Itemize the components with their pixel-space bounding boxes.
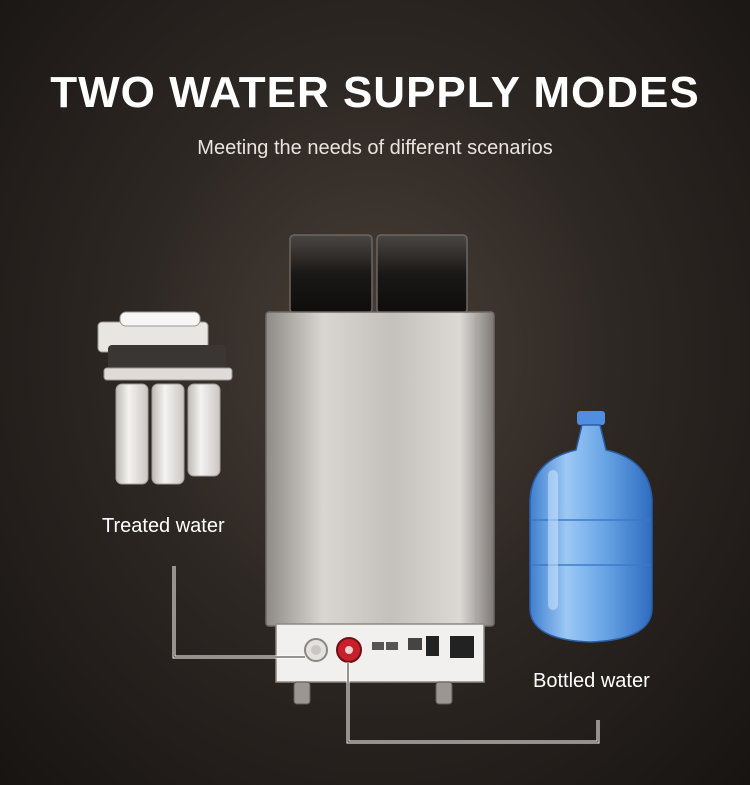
- network-port-icon: [408, 638, 422, 650]
- bottled-water-label: Bottled water: [533, 670, 650, 692]
- water-bottle: [529, 411, 653, 643]
- page-title: TWO WATER SUPPLY MODES: [50, 68, 700, 117]
- hopper-right: [376, 234, 468, 314]
- filter-cartridge-2: [151, 383, 185, 485]
- filter-cartridge-3: [187, 383, 221, 477]
- power-switch-icon: [426, 636, 439, 656]
- water-machine: [265, 234, 495, 705]
- usb-port-icon: [372, 642, 384, 650]
- page-subtitle: Meeting the needs of different scenarios: [197, 137, 553, 159]
- ro-filter-system: [97, 311, 233, 485]
- machine-body: [265, 311, 495, 627]
- hopper-left: [289, 234, 373, 314]
- power-socket-icon: [450, 636, 474, 658]
- treated-water-label: Treated water: [102, 515, 225, 537]
- filter-cartridge-1: [115, 383, 149, 485]
